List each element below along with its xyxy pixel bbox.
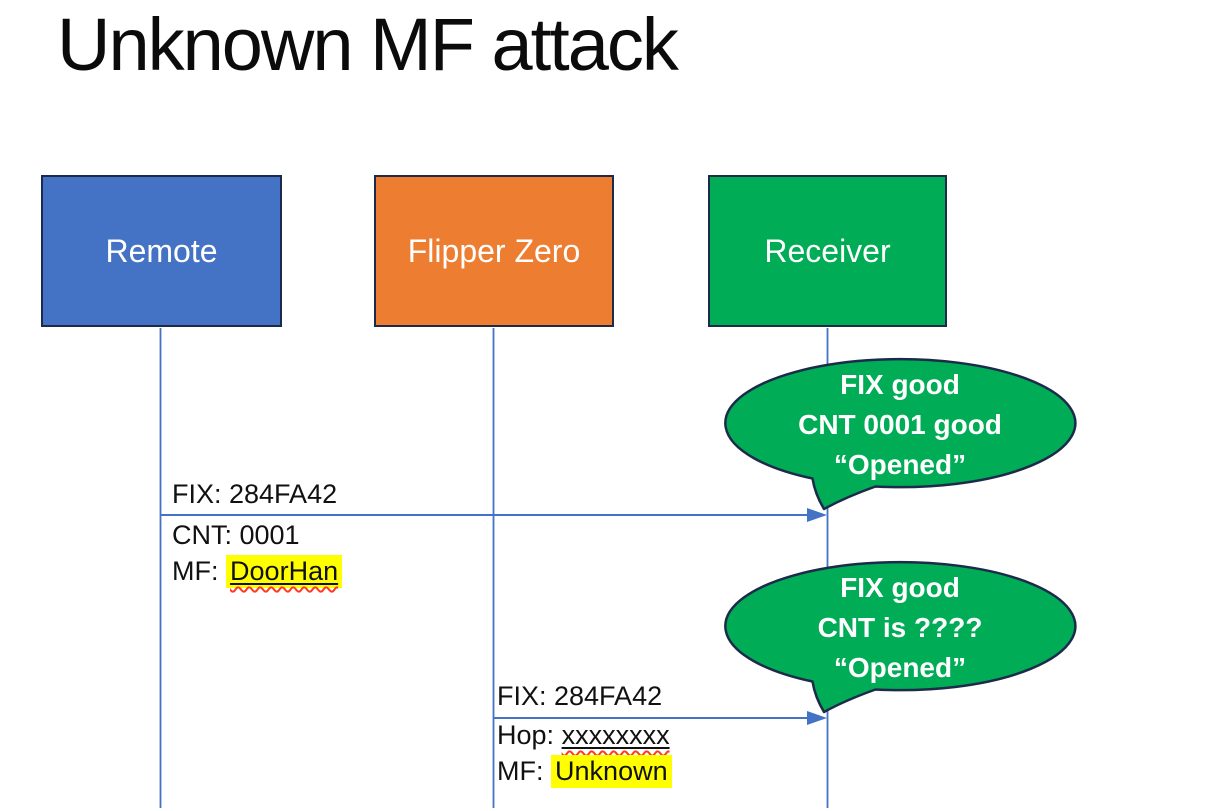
actor-box-remote: Remote xyxy=(41,175,282,327)
bubble2-line2: CNT is ???? xyxy=(817,612,983,643)
message2-mf: MF:Unknown xyxy=(497,755,672,788)
message2-hop-prefix: Hop: xyxy=(497,720,555,750)
actor-box-flipper-zero: Flipper Zero xyxy=(374,175,614,327)
arrowhead-flipper-to-receiver xyxy=(807,711,827,725)
message1-mf: MF: DoorHan xyxy=(172,555,343,588)
speech-bubble-first-text: FIX good CNT 0001 good “Opened” xyxy=(745,364,1055,486)
arrowhead-remote-to-receiver xyxy=(807,508,827,522)
message1-cnt: CNT: 0001 xyxy=(172,520,300,550)
actor-label-receiver: Receiver xyxy=(764,232,891,269)
speech-bubble-first xyxy=(724,357,1077,511)
message2-hop-value: xxxxxxxx xyxy=(561,720,670,750)
message2-mf-value: Unknown xyxy=(551,755,672,788)
message1-mf-highlight: DoorHan xyxy=(226,555,343,588)
actor-label-remote: Remote xyxy=(105,232,218,269)
speech-bubble-second-text: FIX good CNT is ???? “Opened” xyxy=(745,567,1055,689)
bubble1-line3: “Opened” xyxy=(833,449,967,480)
message2-fix: FIX: 284FA42 xyxy=(497,681,663,711)
bubble2-line1: FIX good xyxy=(840,572,960,603)
message1-mf-prefix: MF: xyxy=(172,556,219,586)
message2-hop: Hop:xxxxxxxx xyxy=(497,720,670,750)
bubble2-line3: “Opened” xyxy=(833,652,967,683)
speech-bubble-second-group xyxy=(724,560,1077,714)
speech-bubble-second xyxy=(724,560,1077,714)
bubble1-line1: FIX good xyxy=(840,369,960,400)
message1-fix: FIX: 284FA42 xyxy=(172,479,338,509)
message2-hop-spellcheck: xxxxxxxx xyxy=(562,720,670,750)
bubble1-line2: CNT 0001 good xyxy=(798,409,1002,440)
slide-title: Unknown MF attack xyxy=(57,3,679,86)
actor-box-receiver: Receiver xyxy=(708,175,947,327)
message1-mf-value: DoorHan xyxy=(230,556,339,586)
message2-mf-prefix: MF: xyxy=(497,756,544,786)
actor-label-flipper-zero: Flipper Zero xyxy=(407,232,581,269)
